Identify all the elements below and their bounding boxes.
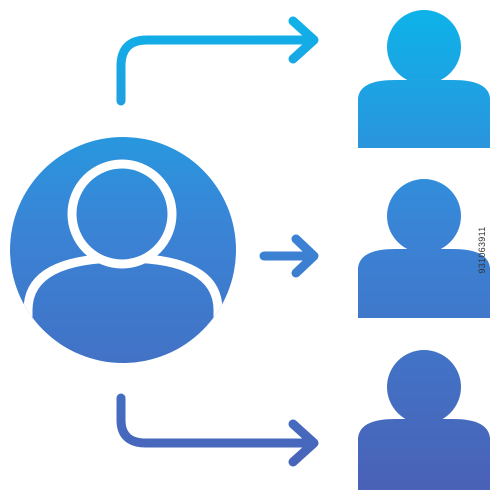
person-icon xyxy=(358,350,490,490)
person-head xyxy=(387,10,461,84)
person-head xyxy=(387,350,461,424)
person-body xyxy=(358,80,490,148)
avatar-head-outline xyxy=(67,159,177,269)
arrow-top xyxy=(116,16,319,106)
stock-id-label: 931063911 xyxy=(477,226,487,274)
person-icon xyxy=(358,10,490,148)
arrow-bottom xyxy=(116,393,319,467)
person-body xyxy=(358,419,490,490)
person-head xyxy=(387,179,461,253)
person-icon xyxy=(358,179,490,318)
manager-avatar-icon xyxy=(10,137,236,363)
person-body xyxy=(358,249,490,318)
arrow-middle xyxy=(259,234,319,278)
